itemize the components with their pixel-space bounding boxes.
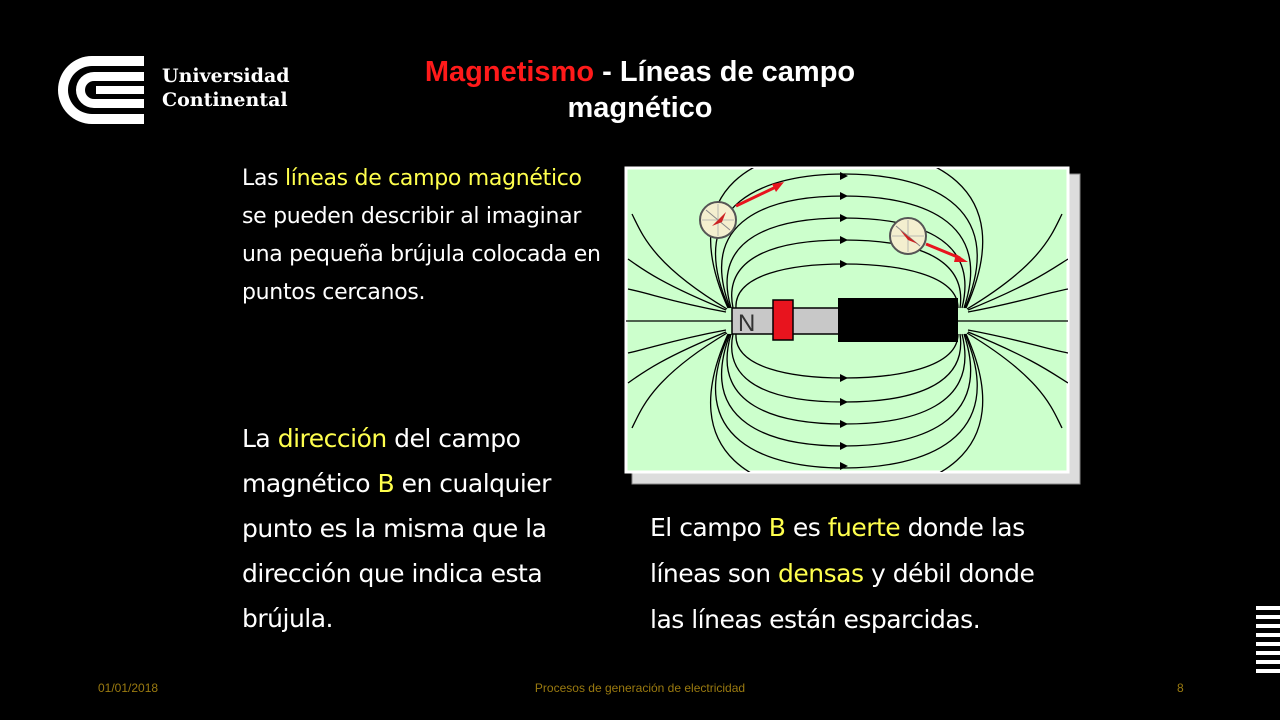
logo-line-2: Continental: [162, 89, 288, 111]
p3-text-3: donde las líneas son: [650, 513, 1025, 588]
bar-magnet-icon: N: [731, 298, 958, 342]
p3-highlight-2: fuerte: [827, 513, 901, 542]
p3-highlight-1: B: [768, 513, 786, 542]
university-logo: Universidad Continental: [56, 54, 301, 126]
compass-icon: [699, 182, 784, 239]
compass-icon: [889, 217, 968, 262]
p2-text-3: en cualquier punto es la misma que la di…: [242, 469, 551, 633]
paragraph-field-direction: La dirección del campo magnético B en cu…: [242, 416, 612, 641]
p3-text-1: El campo: [650, 513, 769, 542]
title-white-part: - Líneas de campo magnético: [567, 56, 856, 124]
p2-highlight-2: B: [377, 469, 395, 498]
p1-text-2: se pueden describir al imaginar una pequ…: [242, 204, 601, 305]
magnetic-field-figure: N: [622, 164, 1082, 486]
logo-line-1: Universidad: [162, 65, 290, 87]
paragraph-field-strength: El campo B es fuerte donde las líneas so…: [650, 505, 1070, 643]
magnet-north-label: N: [738, 310, 755, 337]
p3-text-4: y débil donde las líneas están esparcida…: [650, 559, 1035, 634]
p3-highlight-3: densas: [778, 559, 864, 588]
universidad-continental-logo-icon: [58, 56, 144, 124]
footer-page-number: 8: [1177, 681, 1184, 695]
paragraph-field-lines: Las líneas de campo magnético se pueden …: [242, 160, 602, 312]
title-red-part: Magnetismo: [424, 56, 595, 88]
footer-date: 01/01/2018: [98, 681, 159, 695]
page-title: Magnetismo - Líneas de campo magnético: [350, 54, 930, 126]
footer-title: Procesos de generación de electricidad: [534, 681, 746, 695]
p1-text-1: Las: [242, 166, 285, 191]
p2-text-2: del campo magnético: [242, 424, 521, 498]
p3-text-2: es: [785, 513, 828, 542]
p1-highlight-1: líneas de campo magnético: [285, 166, 582, 191]
p2-text-1: La: [242, 424, 278, 453]
decorative-stripes: [1256, 606, 1280, 676]
p2-highlight-1: dirección: [277, 424, 388, 453]
